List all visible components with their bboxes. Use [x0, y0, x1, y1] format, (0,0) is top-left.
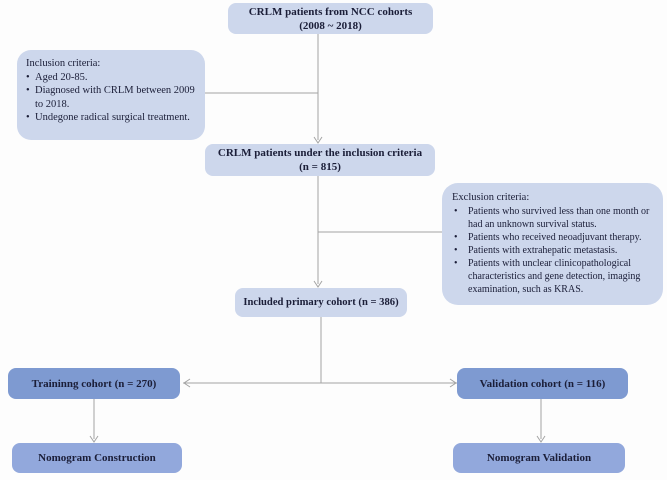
node-validation-cohort-label: Validation cohort (n = 116) [479, 377, 606, 390]
arrowhead-right-validation [449, 378, 457, 388]
arrowhead-down-under [313, 136, 323, 144]
exclusion-criteria-heading: Exclusion criteria: [452, 192, 530, 203]
arrowhead-down-primary [313, 280, 323, 288]
exclusion-criteria-list: Patients who survived less than one mont… [452, 205, 655, 297]
node-source-cohort: CRLM patients from NCC cohorts (2008 ~ 2… [228, 3, 433, 34]
node-under-inclusion-line1: CRLM patients under the inclusion criter… [217, 147, 423, 159]
node-training-cohort: Traininng cohort (n = 270) [8, 368, 180, 399]
inclusion-criteria-item: Aged 20-85. [26, 71, 197, 85]
node-under-inclusion-line2: (n = 815) [299, 161, 341, 173]
node-source-cohort-line2: (2008 ~ 2018) [299, 19, 362, 32]
node-validation-cohort: Validation cohort (n = 116) [457, 368, 628, 399]
inclusion-criteria-heading: Inclusion criteria: [26, 58, 101, 69]
inclusion-criteria-list: Aged 20-85. Diagnosed with CRLM between … [26, 71, 197, 125]
node-primary-cohort: Included primary cohort (n = 386) [235, 288, 407, 317]
node-training-cohort-label: Traininng cohort (n = 270) [31, 377, 157, 390]
node-source-cohort-line1: CRLM patients from NCC cohorts [248, 5, 413, 18]
inclusion-criteria-item: Undegone radical surgical treatment. [26, 111, 197, 125]
node-nomogram-construction: Nomogram Construction [12, 443, 182, 473]
arrowhead-left-training [183, 378, 191, 388]
exclusion-criteria-item: Patients with extrahepatic metastasis. [452, 244, 655, 257]
exclusion-criteria-item: Patients who received neoadjuvant therap… [452, 231, 655, 244]
node-primary-cohort-label: Included primary cohort (n = 386) [243, 296, 399, 308]
node-exclusion-criteria: Exclusion criteria: Patients who survive… [442, 183, 663, 305]
inclusion-criteria-item: Diagnosed with CRLM between 2009 to 2018… [26, 84, 197, 111]
arrowhead-down-nomogram-construction [89, 435, 99, 443]
arrowhead-down-nomogram-validation [536, 435, 546, 443]
exclusion-criteria-item: Patients who survived less than one mont… [452, 205, 655, 231]
node-nomogram-construction-label: Nomogram Construction [38, 452, 156, 464]
node-nomogram-validation: Nomogram Validation [453, 443, 625, 473]
node-nomogram-validation-label: Nomogram Validation [486, 452, 592, 464]
exclusion-criteria-item: Patients with unclear clinicopathologica… [452, 257, 655, 296]
node-inclusion-criteria: Inclusion criteria: Aged 20-85. Diagnose… [17, 50, 205, 140]
node-under-inclusion: CRLM patients under the inclusion criter… [205, 144, 435, 176]
